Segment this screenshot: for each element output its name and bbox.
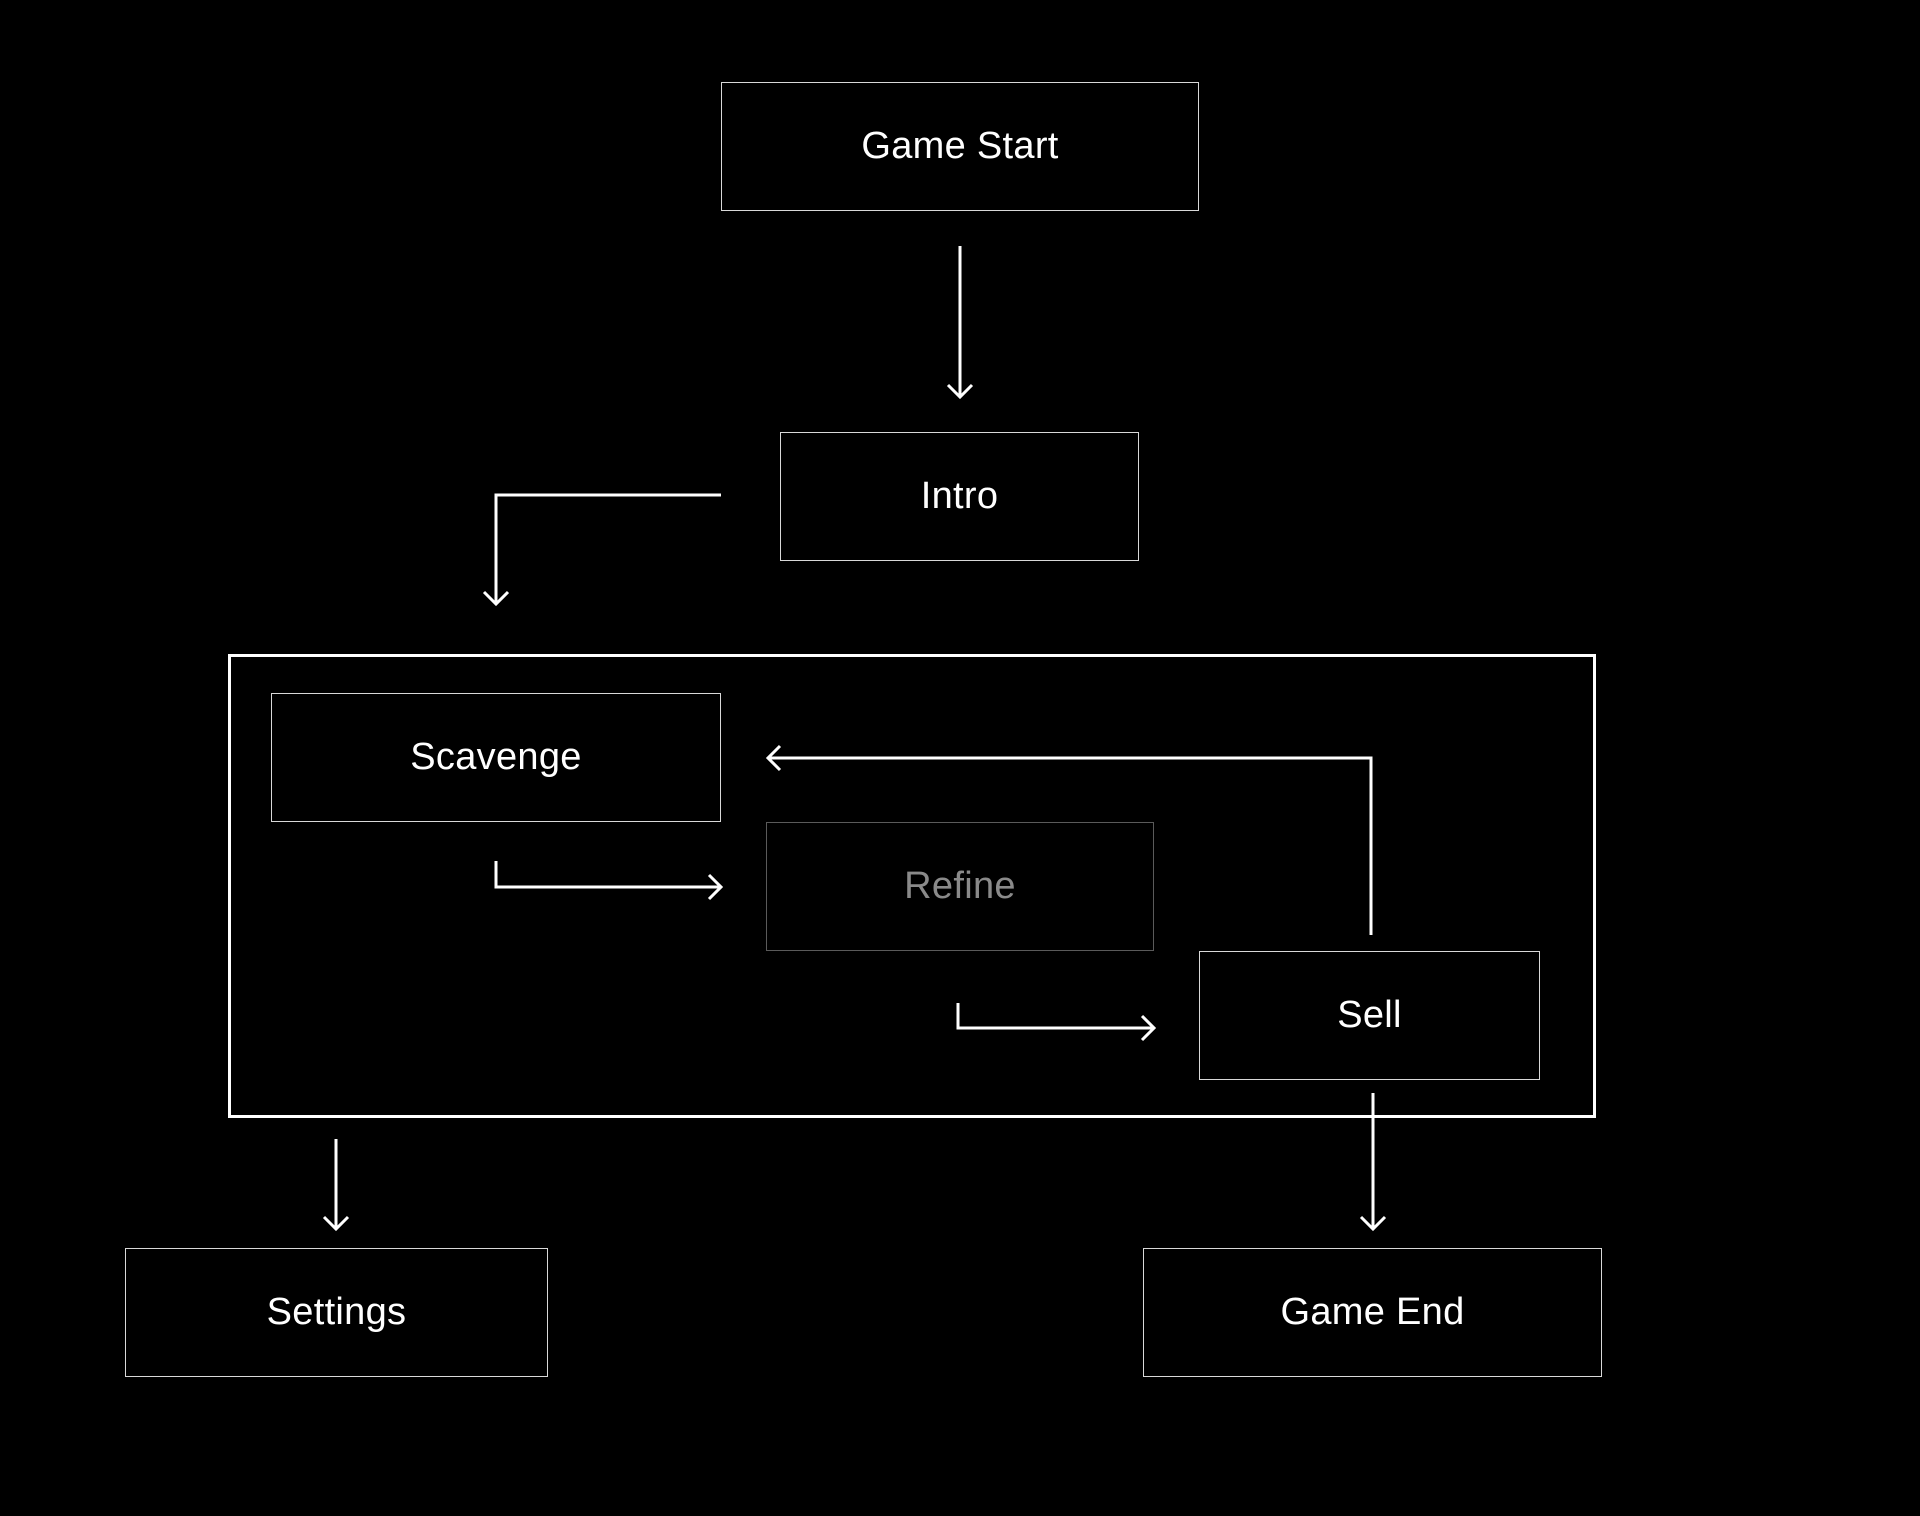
sell-to-game-end-arrow (1359, 1093, 1387, 1232)
gameplay-loop-group (228, 654, 1596, 1118)
settings-node: Settings (125, 1248, 548, 1377)
intro-node: Intro (780, 432, 1139, 561)
settings-label: Settings (266, 1291, 407, 1333)
game-end-label: Game End (1280, 1291, 1465, 1333)
loop-to-settings-arrow (322, 1139, 350, 1232)
sell-node: Sell (1199, 951, 1540, 1080)
intro-label: Intro (920, 475, 999, 517)
game-start-label: Game Start (861, 125, 1059, 167)
sell-label: Sell (1337, 994, 1402, 1036)
refine-label: Refine (904, 865, 1016, 907)
scavenge-node: Scavenge (271, 693, 721, 822)
scavenge-label: Scavenge (410, 736, 582, 778)
start-to-intro-arrow (946, 246, 974, 400)
intro-to-loop-arrow (482, 493, 721, 607)
game-end-node: Game End (1143, 1248, 1602, 1377)
refine-to-sell-arrow (956, 1003, 1157, 1042)
scavenge-to-refine-arrow (494, 861, 724, 901)
sell-to-scavenge-arrow (765, 744, 1373, 935)
game-start-node: Game Start (721, 82, 1199, 211)
refine-node: Refine (766, 822, 1154, 951)
